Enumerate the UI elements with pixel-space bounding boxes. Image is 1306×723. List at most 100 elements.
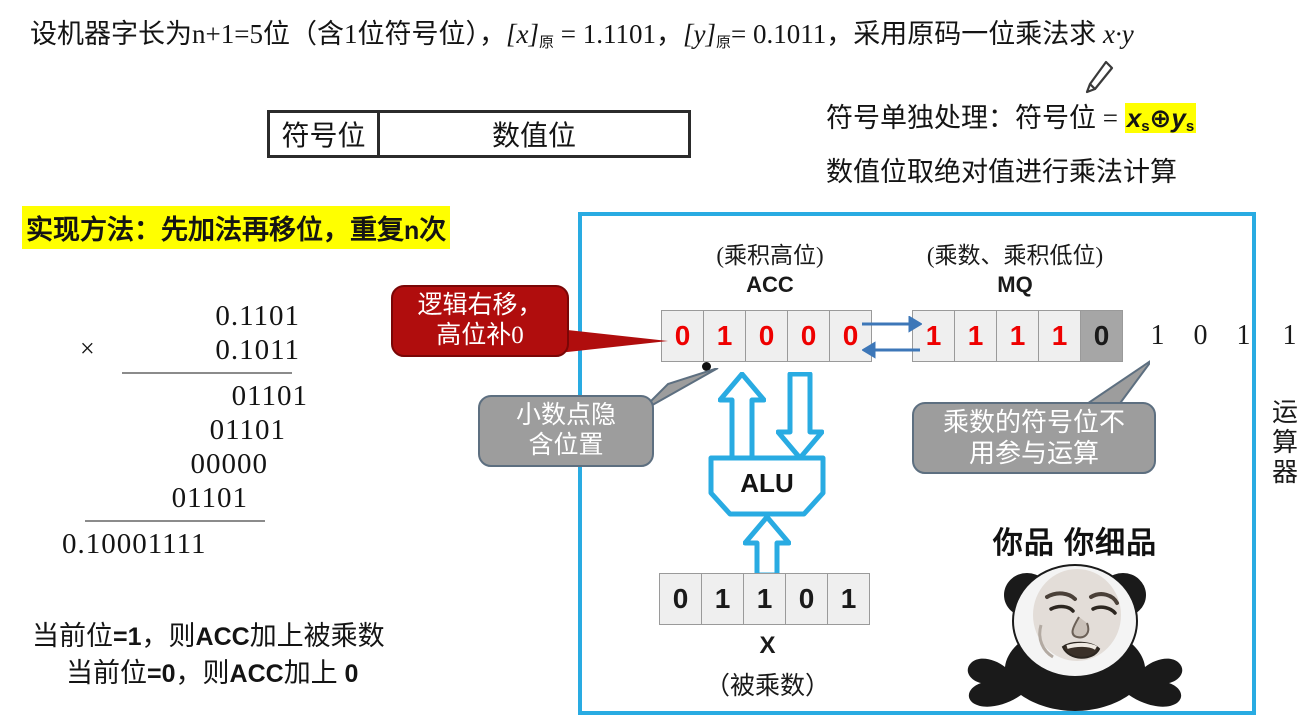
pencil-icon [1082, 58, 1116, 98]
outside-bit: 1 [1268, 310, 1306, 362]
snu-callout-line1: 乘数的符号位不 [942, 407, 1125, 437]
rule1-b: =1 [113, 623, 142, 651]
problem-text-d: 1 [343, 19, 358, 49]
partial-product-1: 01101 [231, 380, 308, 412]
sign-formula-y: y [1171, 103, 1186, 133]
method-suffix: 次 [419, 215, 447, 245]
problem-text-a: 设机器字长为 [30, 19, 192, 49]
acc-to-alu-arrow-up [718, 372, 766, 460]
sign-not-used-callout: 乘数的符号位不 用参与运算 [912, 402, 1156, 474]
mq-tail-bits: 1 0 1 [1136, 310, 1265, 362]
shift-callout-pointer [540, 327, 668, 355]
rule2-b: =0 [147, 659, 176, 688]
sign-bit-cell: 符号位 [270, 113, 380, 155]
acc-mq-transfer-arrows [862, 316, 922, 359]
rule1-acc: ACC [195, 623, 250, 651]
shift-callout-line2: 高位补0 [436, 322, 524, 349]
shift-callout-line1: 逻辑右移， [417, 292, 543, 319]
mq-tail-bit: 1 [1236, 320, 1251, 351]
acc-bit-cell: 0 [829, 310, 872, 362]
bit-field-table: 符号位 数值位 [267, 110, 691, 158]
vlabel-char: 运 [1271, 398, 1298, 427]
sign-handling-note: 符号单独处理：符号位 = xs⊕ys [826, 96, 1197, 135]
sign-formula-x-sub: s [1141, 118, 1150, 135]
mq-tail-bit: 0 [1193, 320, 1208, 351]
x-bit-cell: 1 [701, 573, 744, 625]
multiplicand: 0.1101 [215, 300, 300, 332]
sign-formula-x: x [1126, 103, 1142, 133]
snu-callout-line2: 用参与运算 [968, 439, 1099, 468]
vlabel-char: 器 [1271, 457, 1298, 487]
x-register-caption: （被乘数） [704, 673, 830, 700]
x-bit-cell: 0 [659, 573, 702, 625]
partial-product-row: 01101 [60, 482, 330, 516]
outside-bit-value: 1 [1282, 320, 1297, 351]
panda-meme-image [967, 564, 1183, 711]
acc-bit-cell: 0 [787, 310, 830, 362]
rule1-c: ，则 [141, 621, 196, 651]
multiplicand-row: 0.1101 [60, 300, 330, 334]
mq-name: MQ [997, 272, 1033, 297]
binary-point-callout-pointer [639, 368, 719, 413]
mq-bit-cell: 1 [1038, 310, 1081, 362]
x-to-alu-arrow-up [743, 515, 791, 577]
acc-caption: (乘积高位) [716, 243, 824, 268]
acc-bit-cell: 0 [661, 310, 704, 362]
long-multiplication: 0.1101 × 0.1011 01101 01101 00000 01101 … [60, 300, 330, 568]
problem-y-subscript: 原 [715, 35, 731, 51]
mq-bit-cell: 1 [996, 310, 1039, 362]
vlabel-char: 算 [1271, 427, 1298, 457]
acc-register: 0 1 0 0 0 [661, 310, 872, 362]
x-register-name: X [759, 632, 776, 659]
divider-upper [122, 372, 292, 374]
partial-product-row: 01101 [60, 414, 330, 448]
mq-heading: (乘数、乘积低位) MQ [900, 236, 1130, 298]
problem-text-e: 位符号位）， [357, 19, 506, 49]
acc-bit-cell: 0 [745, 310, 788, 362]
sign-formula-op: ⊕ [1149, 103, 1172, 133]
problem-y-value: = 0.1011，采用原码一位乘法求 [730, 19, 1103, 49]
partial-product-row: 01101 [60, 380, 330, 414]
x-register: 0 1 1 0 1 [659, 573, 870, 625]
arithmetic-unit-vertical-label: 运 算 器 [1268, 398, 1302, 488]
problem-x-value: = 1.1101， [553, 19, 683, 49]
rule2-a: 当前位 [66, 657, 147, 688]
problem-xy-product: x·y [1102, 19, 1134, 49]
rule2-e: 加上 [283, 657, 345, 688]
problem-x-subscript: 原 [538, 35, 554, 51]
multiplier-row: × 0.1011 [60, 334, 330, 368]
multiplier: 0.1011 [215, 334, 300, 366]
rule2-f: 0 [344, 659, 359, 688]
mq-tail-bit: 1 [1150, 320, 1165, 351]
multiplication-result: 0.10001111 [62, 528, 207, 560]
bp-callout-line1: 小数点隐 [515, 402, 616, 429]
rule2-c: ，则 [175, 657, 230, 688]
divider-lower [85, 520, 265, 522]
x-bit-cell: 1 [743, 573, 786, 625]
bp-callout-line2: 含位置 [528, 432, 604, 459]
alu-to-acc-arrow-down [776, 372, 824, 460]
shift-right-callout: 逻辑右移， 高位补0 [391, 285, 569, 357]
x-bit-cell: 0 [785, 573, 828, 625]
method-highlight: 实现方法：先加法再移位，重复n次 [22, 206, 451, 249]
sign-formula-highlight: xs⊕ys [1124, 103, 1197, 135]
method-prefix: 实现方法：先加法再移位，重复 [26, 215, 404, 245]
mq-bit-cell: 1 [954, 310, 997, 362]
value-bit-cell: 数值位 [491, 121, 576, 152]
alu-label: ALU [740, 468, 794, 498]
mq-register: 1 1 1 1 0 [912, 310, 1123, 362]
partial-product-3: 00000 [190, 448, 268, 480]
partial-product-2: 01101 [209, 414, 286, 446]
rule1-a: 当前位 [32, 621, 113, 651]
alu-shape [708, 455, 826, 517]
rule-line-2: 当前位=0，则ACC加上 0 [66, 655, 385, 692]
binary-point-callout: 小数点隐 含位置 [478, 395, 654, 467]
rule-line-1: 当前位=1，则ACC加上被乘数 [32, 618, 385, 655]
acc-bit-cell: 1 [703, 310, 746, 362]
problem-text-c: 位（含 [262, 19, 344, 49]
rule2-acc: ACC [229, 659, 284, 688]
x-bit-cell: 1 [827, 573, 870, 625]
mq-caption: (乘数、乘积低位) [926, 243, 1104, 268]
binary-point-dot [702, 362, 711, 371]
